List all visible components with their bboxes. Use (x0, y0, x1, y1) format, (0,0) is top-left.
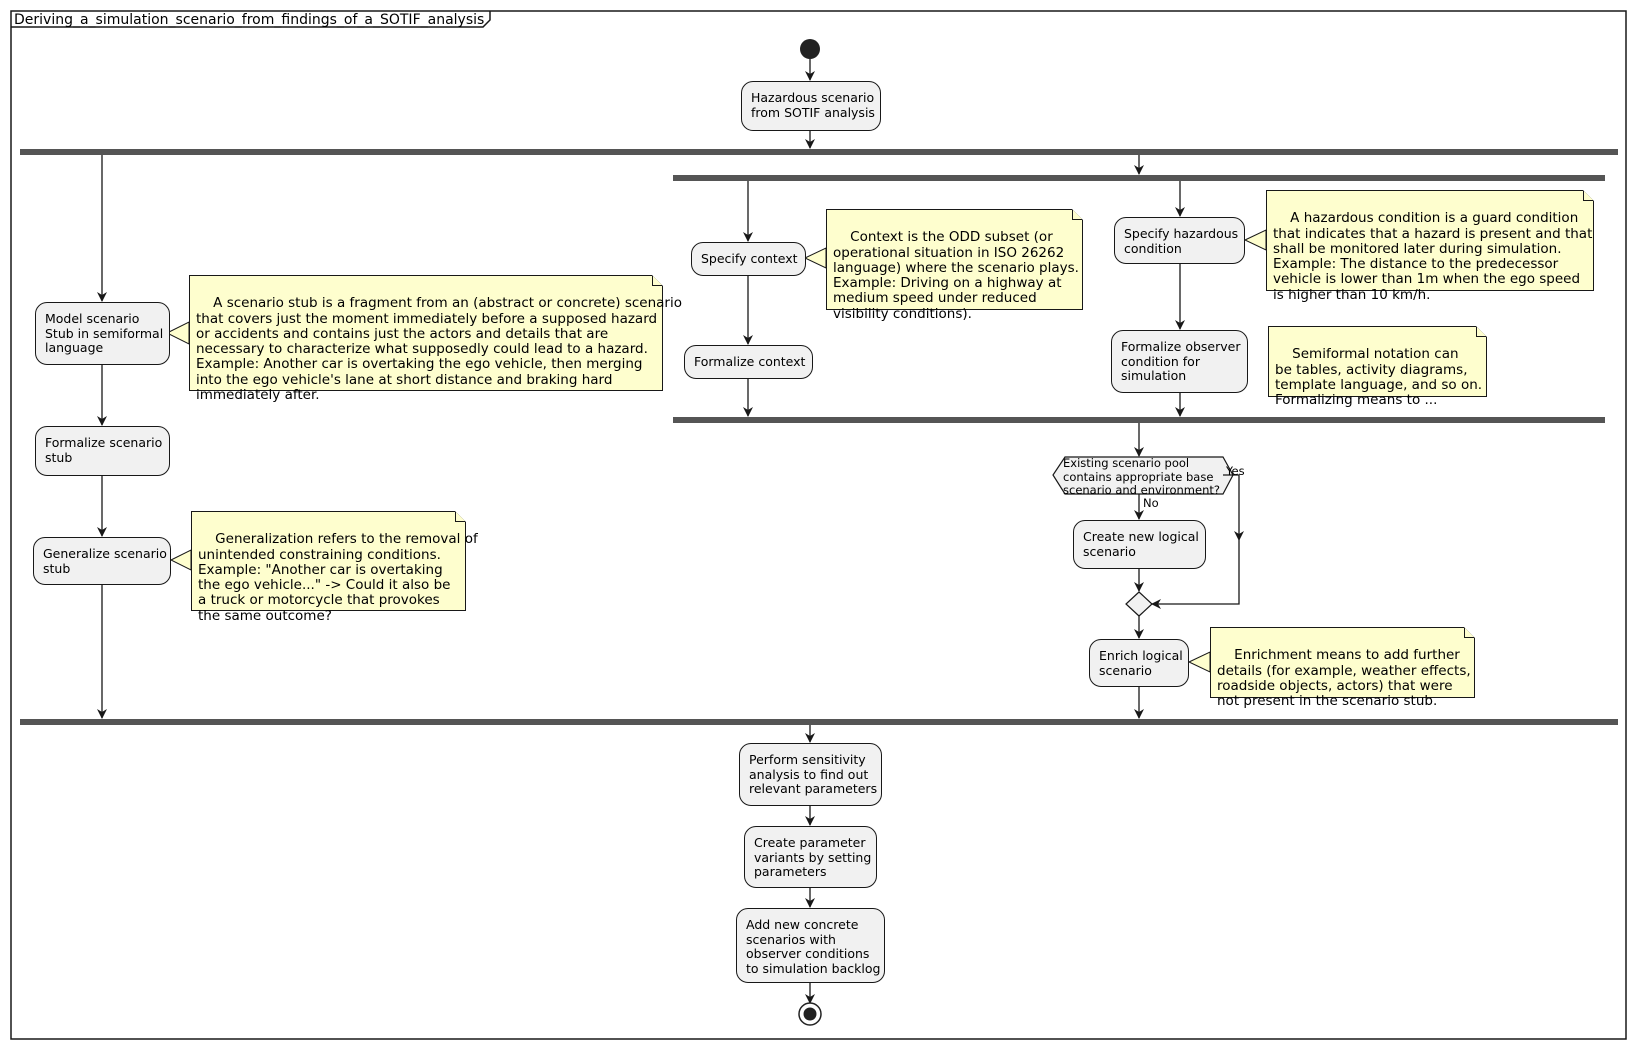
fork-bar-main (20, 149, 1618, 155)
note-scenario-stub-text: A scenario stub is a fragment from an (a… (196, 295, 682, 404)
note-tail-generalization (169, 549, 192, 571)
note-generalization: Generalization refers to the removal of … (191, 511, 478, 623)
note-fold-corner (1476, 326, 1487, 337)
decision-yes-label: Yes (1226, 464, 1245, 478)
note-enrichment: Enrichment means to add further details … (1210, 627, 1475, 709)
activity-enrich-logical-scenario: Enrich logical scenario (1089, 639, 1189, 687)
note-fold-corner (1072, 209, 1083, 220)
note-generalization-text: Generalization refers to the removal of … (198, 531, 478, 624)
decision-question: Existing scenario pool contains appropri… (1063, 456, 1220, 497)
note-scenario-stub: A scenario stub is a fragment from an (a… (189, 275, 682, 403)
activity-specify-context: Specify context (691, 242, 806, 276)
note-semiformal-notation: Semiformal notation can be tables, activ… (1268, 326, 1487, 408)
frame-title-tab (11, 11, 491, 28)
join-bar-main (20, 719, 1618, 725)
decision-node (1052, 456, 1234, 495)
activity-formalize-scenario-stub: Formalize scenario stub (35, 426, 170, 476)
activity-add-concrete-scenarios: Add new concrete scenarios with observer… (736, 908, 885, 983)
note-tail-stub (165, 321, 190, 345)
note-hazardous-condition: A hazardous condition is a guard conditi… (1266, 190, 1594, 302)
activity-model-scenario-stub: Model scenario Stub in semiformal langua… (35, 302, 170, 365)
activity-hazardous-scenario: Hazardous scenario from SOTIF analysis (741, 81, 881, 131)
note-fold-corner (455, 511, 466, 522)
note-tail-enrichment (1187, 651, 1211, 673)
end-node-dot (803, 1007, 817, 1021)
note-semiformal-notation-text: Semiformal notation can be tables, activ… (1275, 346, 1483, 409)
start-node (800, 39, 820, 59)
note-fold-corner (1583, 190, 1594, 201)
merge-node (1125, 591, 1153, 617)
activity-formalize-observer-condition: Formalize observer condition for simulat… (1111, 330, 1248, 393)
note-context: Context is the ODD subset (or operationa… (826, 209, 1083, 321)
activity-create-parameter-variants: Create parameter variants by setting par… (744, 826, 877, 888)
note-hazardous-condition-text: A hazardous condition is a guard conditi… (1273, 210, 1593, 303)
note-fold-corner (652, 275, 663, 286)
note-tail-context (803, 247, 827, 269)
join-bar-inner (673, 417, 1605, 423)
fork-bar-inner (673, 175, 1605, 181)
activity-generalize-scenario-stub: Generalize scenario stub (33, 537, 171, 585)
frame-border (10, 10, 1627, 1040)
decision-no-label: No (1143, 496, 1159, 510)
frame-title: Deriving_a_simulation_scenario_from_find… (14, 12, 485, 28)
note-enrichment-text: Enrichment means to add further details … (1217, 647, 1471, 710)
activity-specify-hazardous-condition: Specify hazardous condition (1114, 217, 1245, 264)
note-fold-corner (1464, 627, 1475, 638)
activity-create-logical-scenario: Create new logical scenario (1073, 520, 1206, 569)
activity-formalize-context: Formalize context (684, 345, 813, 379)
activity-perform-sensitivity-analysis: Perform sensitivity analysis to find out… (739, 743, 882, 806)
note-context-text: Context is the ODD subset (or operationa… (833, 229, 1079, 322)
note-tail-hazard (1243, 229, 1267, 251)
